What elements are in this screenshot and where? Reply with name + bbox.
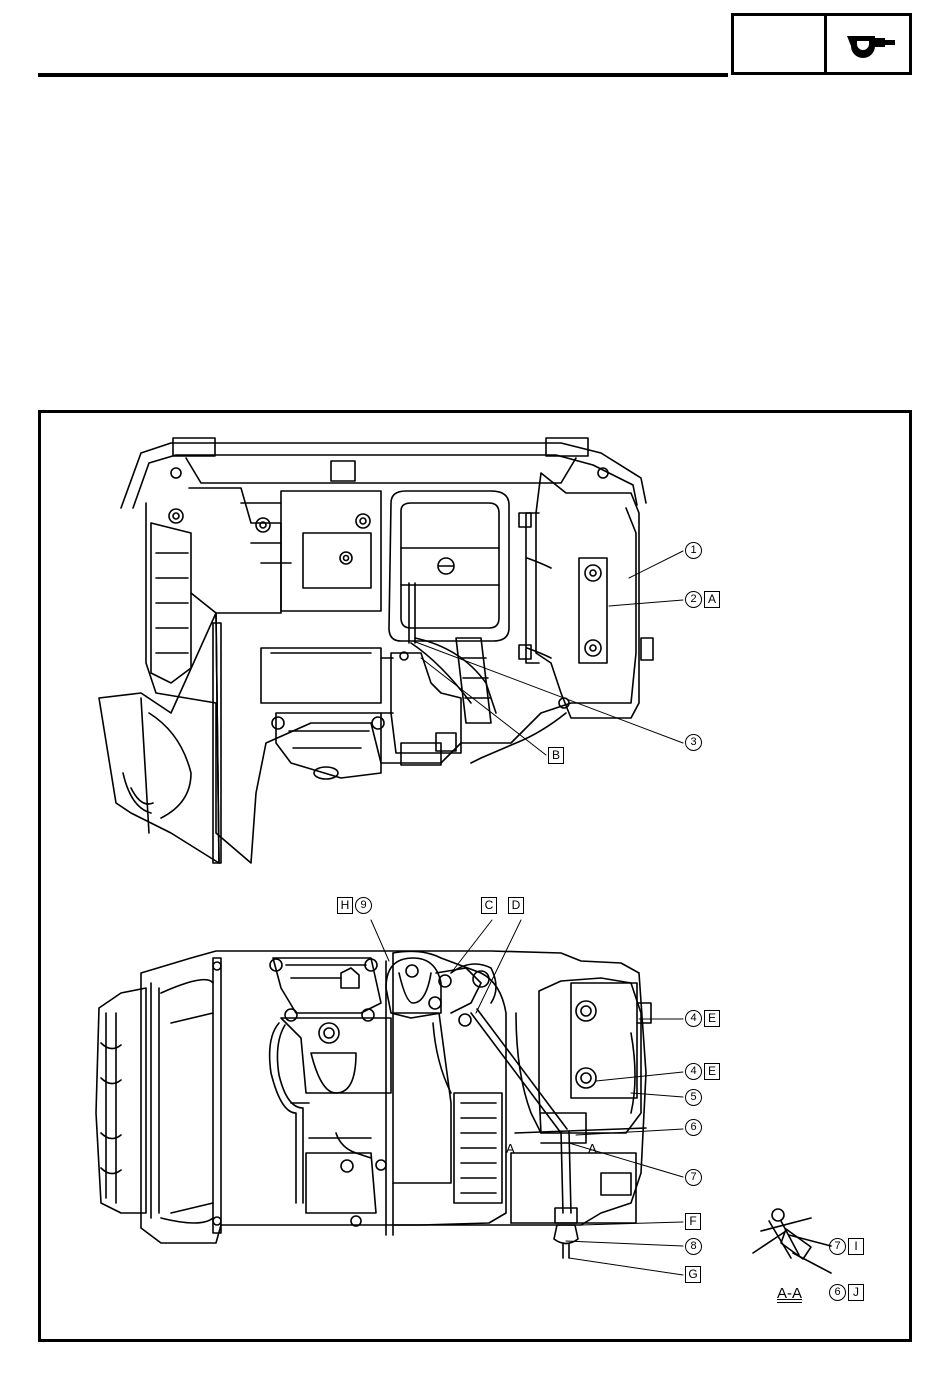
callout-number: 4: [685, 1010, 702, 1027]
callout-number: 6: [829, 1284, 846, 1301]
callout-letter: B: [548, 747, 564, 764]
callout-letter: J: [848, 1284, 864, 1301]
section-icon-tab: [824, 13, 912, 75]
callout-number: 6: [685, 1119, 702, 1136]
callout-number: 5: [685, 1089, 702, 1106]
callout-letter: E: [704, 1063, 720, 1080]
callout-number: 1: [685, 542, 702, 559]
callout-7: 7: [685, 1169, 702, 1186]
header-rule: [38, 73, 728, 77]
callout-C: C: [481, 897, 497, 914]
callout-letter: F: [685, 1213, 701, 1230]
section-mark-right: A: [588, 1141, 597, 1157]
section-mark-text: A: [588, 1141, 597, 1157]
detail-callout-6-J: 6 J: [829, 1284, 864, 1301]
callout-3: 3: [685, 734, 702, 751]
callout-5: 5: [685, 1089, 702, 1106]
callout-number: 9: [355, 897, 372, 914]
callout-letter: I: [848, 1238, 864, 1255]
callout-D: D: [508, 897, 524, 914]
callout-H-9: H 9: [337, 897, 372, 914]
callout-1: 1: [685, 542, 702, 559]
chapter-tab: [731, 13, 827, 75]
callout-number: 7: [685, 1169, 702, 1186]
section-detail-graphic: [753, 1209, 831, 1273]
callout-B: B: [548, 747, 564, 764]
callout-8: 8: [685, 1238, 702, 1255]
callout-letter: D: [508, 897, 524, 914]
callout-number: 2: [685, 591, 702, 608]
callout-2-A: 2 A: [685, 591, 720, 608]
detail-callout-7-I: 7 I: [829, 1238, 864, 1255]
callout-F: F: [685, 1213, 701, 1230]
callout-letter: H: [337, 897, 353, 914]
callout-number: 7: [829, 1238, 846, 1255]
section-mark-left: A: [506, 1141, 515, 1157]
section-detail-label: A-A: [777, 1285, 802, 1302]
callout-4-E-upper: 4 E: [685, 1010, 720, 1027]
callout-letter: A: [704, 591, 720, 608]
callout-number: 3: [685, 734, 702, 751]
callout-number: 4: [685, 1063, 702, 1080]
callout-letter: E: [704, 1010, 720, 1027]
callout-number: 8: [685, 1238, 702, 1255]
callout-4-E-lower: 4 E: [685, 1063, 720, 1080]
callout-G: G: [685, 1266, 701, 1283]
callout-6: 6: [685, 1119, 702, 1136]
caliper-gauge-icon: [841, 30, 899, 62]
callout-letter: C: [481, 897, 497, 914]
callout-letter: G: [685, 1266, 701, 1283]
lower-engine-view: [96, 951, 651, 1258]
figure-frame: 1 2 A 3 B H 9 C D 4 E 4 E 5 6 7 F 8 G: [38, 410, 912, 1342]
section-mark-text: A: [506, 1141, 515, 1157]
engine-drawing: [41, 413, 909, 1339]
upper-engine-view: [99, 438, 653, 863]
